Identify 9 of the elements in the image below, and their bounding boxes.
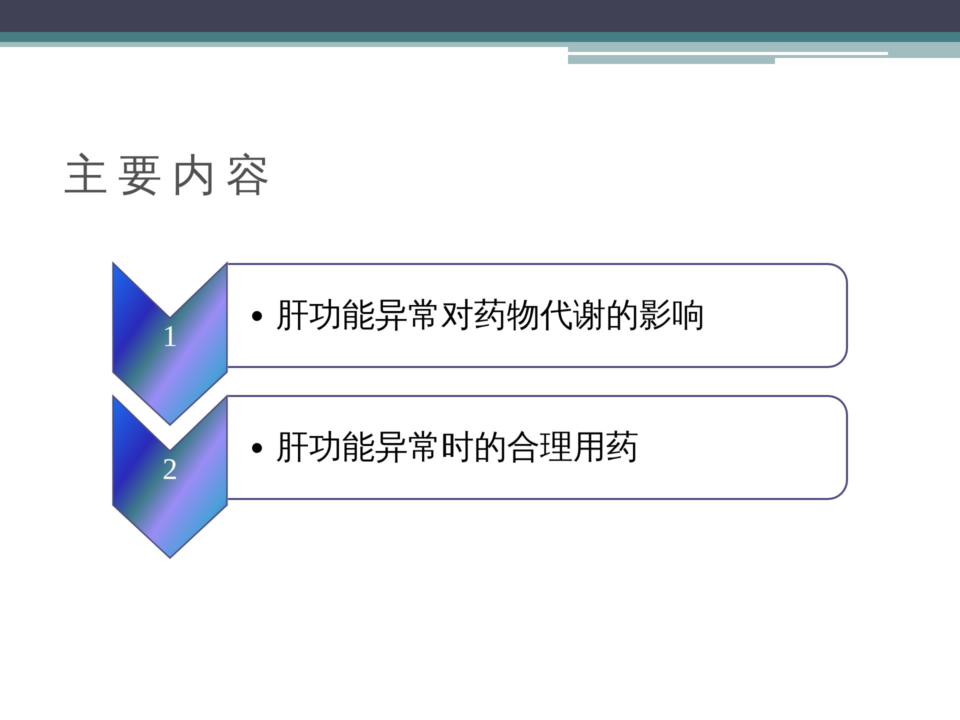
chevron-shape bbox=[112, 395, 228, 559]
step-number: 2 bbox=[162, 453, 178, 487]
chevron-shape bbox=[112, 262, 228, 426]
content-card bbox=[228, 263, 848, 368]
item-text: 肝功能异常时的合理用药 bbox=[276, 426, 639, 468]
step-number: 1 bbox=[162, 320, 178, 354]
item-text: 肝功能异常对药物代谢的影响 bbox=[276, 294, 705, 336]
slide-title: 主要内容 bbox=[64, 149, 280, 203]
content-card bbox=[228, 395, 848, 500]
